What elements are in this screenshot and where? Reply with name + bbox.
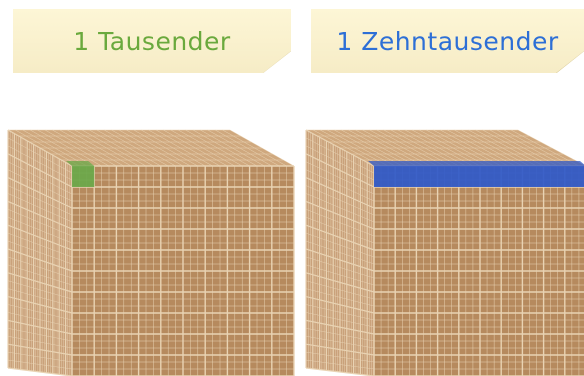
highlight-ten-thousand-bar (374, 166, 584, 187)
cube-thousand (0, 122, 300, 376)
highlight-thousand-block (72, 166, 94, 187)
highlight-ten-thousand-top (368, 161, 584, 166)
label-note-ten-thousand: 1 Zehntausender (311, 9, 584, 73)
cube-ten-thousand (298, 122, 584, 376)
label-thousand: 1 Tausender (13, 9, 291, 73)
label-ten-thousand: 1 Zehntausender (311, 9, 584, 73)
label-note-thousand: 1 Tausender (13, 9, 291, 73)
